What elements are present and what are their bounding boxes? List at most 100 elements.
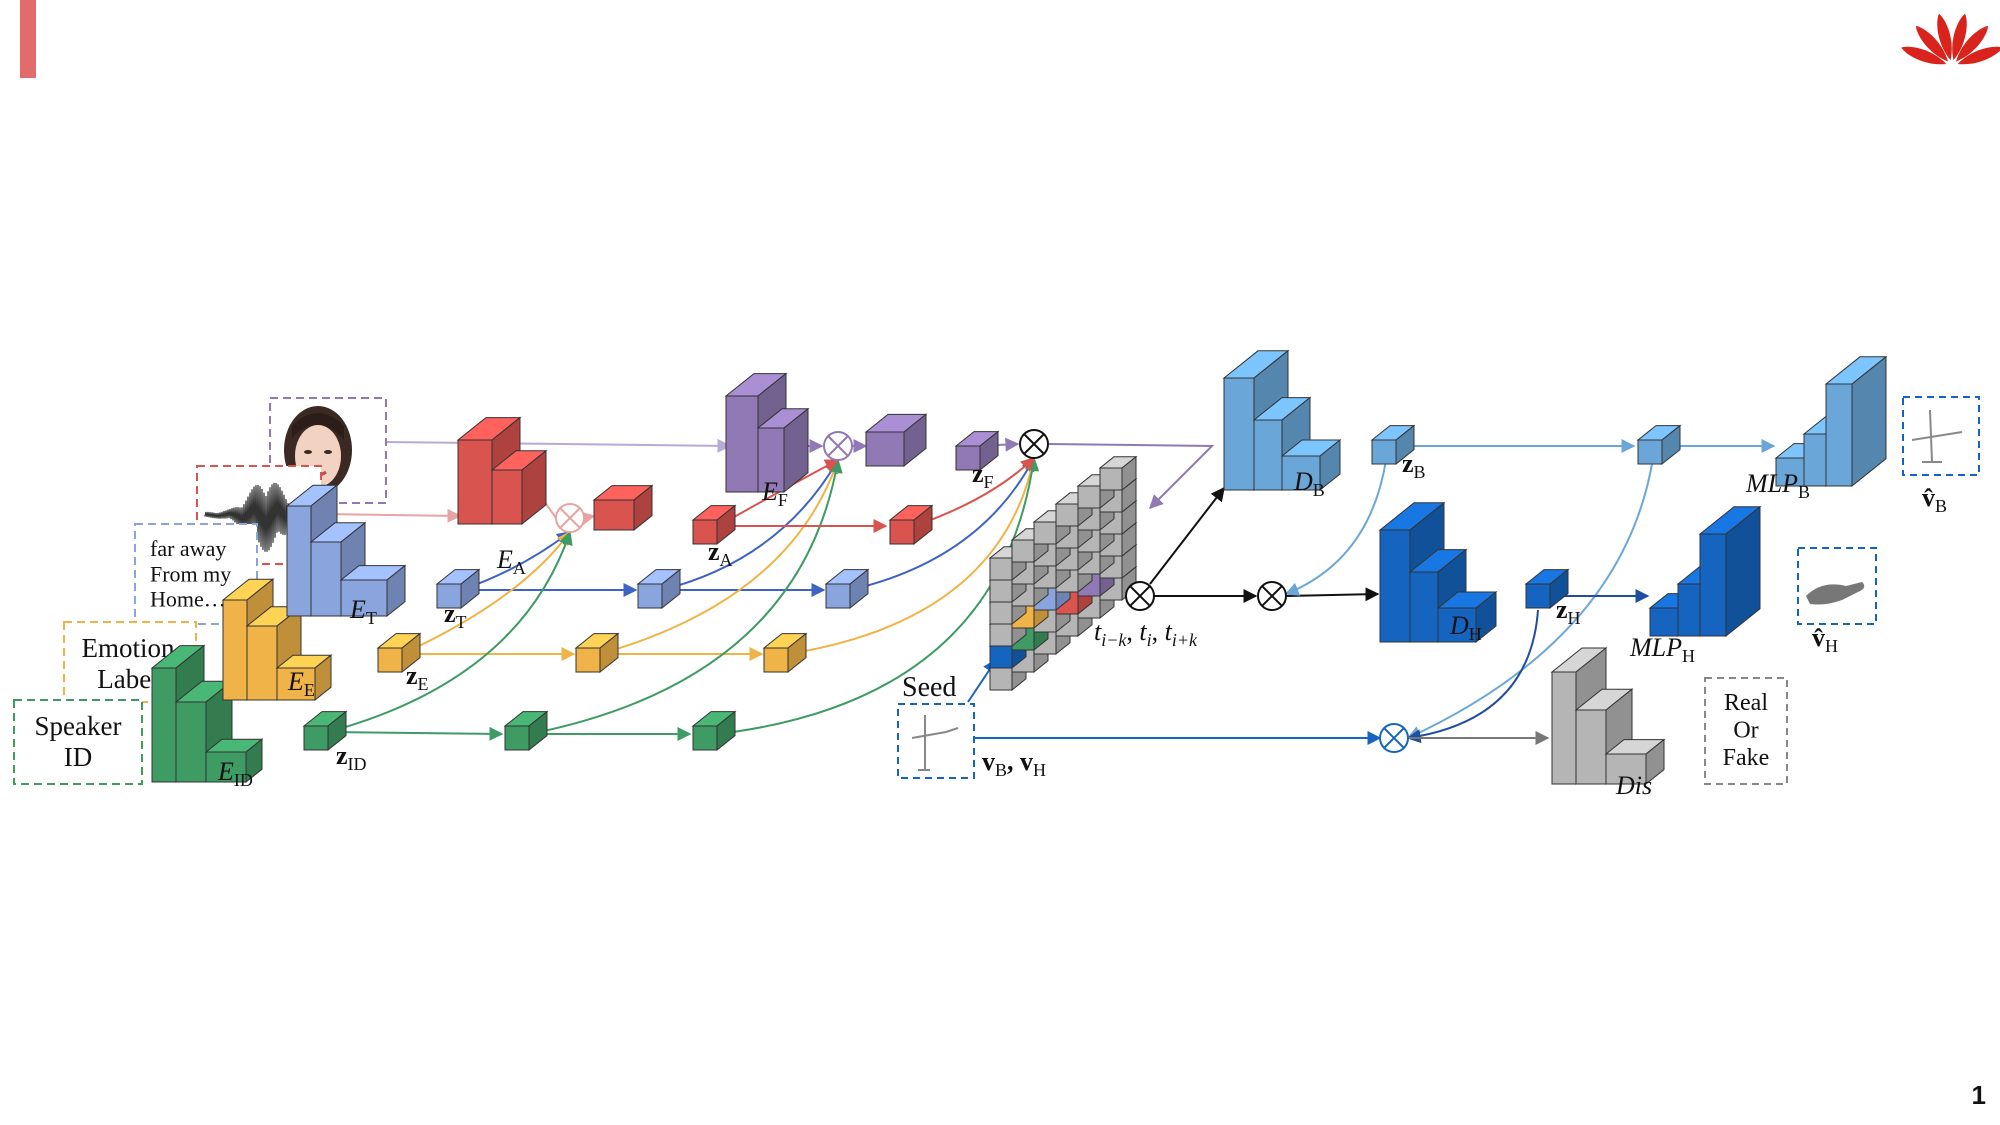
seed-multiply-icon	[1379, 723, 1409, 753]
grid-cube-5-4	[1076, 473, 1116, 510]
latent-audio-label: zA	[708, 537, 733, 570]
network-blocks	[150, 349, 1888, 786]
body-to-seed-mult-line	[1406, 463, 1653, 740]
huawei-petal	[1937, 13, 1952, 61]
decoder-body-block-layer-3	[1280, 438, 1342, 492]
pose-sketch-icon	[911, 715, 959, 771]
seed-pose-card	[897, 703, 975, 779]
body-output-card	[1902, 396, 1980, 476]
latent-id-label: zID	[336, 741, 367, 774]
feature-id-cube-2	[691, 710, 737, 752]
fusion-multiply-icon	[1019, 429, 1049, 459]
emotion-to-audio-mult-line	[401, 530, 571, 655]
encoder-id-block-layer-3	[204, 738, 264, 784]
output-hand-label: v̂H	[1812, 623, 1838, 656]
text-to-face-mult-line	[661, 458, 839, 591]
encoder-text-label: ET	[349, 595, 377, 628]
emotion-to-fusion-line	[787, 456, 1039, 655]
hand-mult-to-decoder-line	[1285, 587, 1380, 602]
fused-face-cube	[864, 413, 928, 468]
grid-cube-5-0	[988, 545, 1028, 582]
latent-face-cube	[954, 430, 1000, 472]
id-to-face-mult-line	[529, 458, 843, 735]
audio-input-line	[321, 508, 462, 523]
id-to-fusion-line	[717, 456, 1040, 735]
window-multiply-icon	[1125, 581, 1155, 611]
encoder-audio-block-layer-2	[490, 449, 548, 526]
feature-text-cube-1	[636, 568, 682, 610]
id-latent-line-1	[327, 726, 504, 741]
hand-sketch-icon	[1806, 582, 1865, 605]
latent-body-label: zB	[1402, 449, 1426, 482]
seed-vectors-label: vB, vH	[982, 747, 1046, 780]
encoder-emotion-label: EE	[287, 667, 315, 700]
encoder-face-block	[724, 372, 810, 494]
feature-id-cube-1	[503, 710, 549, 752]
huawei-petal	[1901, 46, 1947, 65]
decoder-hand-block	[1378, 501, 1498, 644]
labels: EID EE ET EA EF zID zE zT zA zF zB zH DB…	[217, 449, 1947, 800]
latent-face-label: zF	[972, 459, 994, 492]
face-input-line	[385, 438, 732, 453]
huawei-petal	[1956, 25, 1989, 62]
decoder-body-block-layer-2	[1252, 396, 1312, 492]
discriminator-label: Dis	[1615, 771, 1652, 800]
latent-text-label: zT	[444, 599, 467, 632]
mlp-hand-block	[1648, 505, 1762, 638]
huawei-petal	[1952, 13, 1967, 61]
encoder-emotion-block	[221, 578, 333, 702]
decoder-body-label: DB	[1293, 467, 1325, 500]
encoder-face-block-layer-2	[756, 407, 810, 494]
encoder-face-label: EF	[761, 477, 788, 510]
audio-multiply-icon	[555, 503, 585, 533]
feature-body-cube	[1636, 424, 1682, 466]
mlp-hand-label: MLPH	[1629, 633, 1695, 666]
fusion-to-grid-line	[1047, 443, 1215, 509]
page-number: 1	[1971, 1080, 1986, 1110]
encoder-audio-block	[456, 416, 548, 526]
encoder-text-block	[285, 484, 407, 618]
multiply-nodes	[555, 429, 1409, 753]
time-window-label: ti−k, ti, ti+k	[1094, 617, 1198, 650]
huawei-petal	[1957, 46, 2000, 65]
hand-to-seed-mult-line	[1406, 609, 1539, 744]
feature-emotion-cube-2	[762, 632, 808, 674]
mlp-body-label: MLPB	[1745, 469, 1810, 502]
feature-emotion-cube-1	[574, 632, 620, 674]
mlp-hand-block-layer-3	[1698, 505, 1762, 638]
huawei-logo-icon	[1901, 13, 2000, 65]
feature-text-cube-2	[824, 568, 870, 610]
feature-audio-cube	[888, 504, 934, 546]
encoder-text-block-layer-2	[309, 521, 367, 618]
encoder-audio-label: EA	[496, 545, 526, 578]
mult-to-fused-line	[580, 511, 596, 526]
hand-multiply-icon	[1257, 581, 1287, 611]
latent-emotion-label: zE	[406, 661, 429, 694]
mlp-body-block-layer-3	[1824, 355, 1888, 488]
face-multiply-icon	[823, 431, 853, 461]
transformer-grid	[988, 455, 1138, 692]
discriminator-block	[1550, 646, 1666, 786]
window-to-body-decoder-line	[1149, 486, 1225, 585]
seed-label: Seed	[902, 672, 956, 703]
latent-hand-label: zH	[1556, 595, 1581, 628]
pose-sketch-icon	[1911, 409, 1963, 463]
text-to-fusion-line	[849, 456, 1035, 591]
fused-audio-cube	[592, 484, 654, 532]
latent-hand-cube	[1524, 568, 1570, 610]
output-body-label: v̂B	[1922, 483, 1947, 516]
discriminator-block-layer-2	[1574, 688, 1634, 786]
body-to-hand-mult-line	[1284, 459, 1387, 596]
decoder-hand-label: DH	[1449, 611, 1482, 644]
huawei-petal	[1915, 25, 1948, 62]
encoder-id-label: EID	[217, 757, 253, 790]
emotion-to-face-mult-line	[599, 458, 841, 655]
latent-emotion-cube	[376, 632, 422, 674]
grid-cube-5-5	[1098, 455, 1138, 492]
